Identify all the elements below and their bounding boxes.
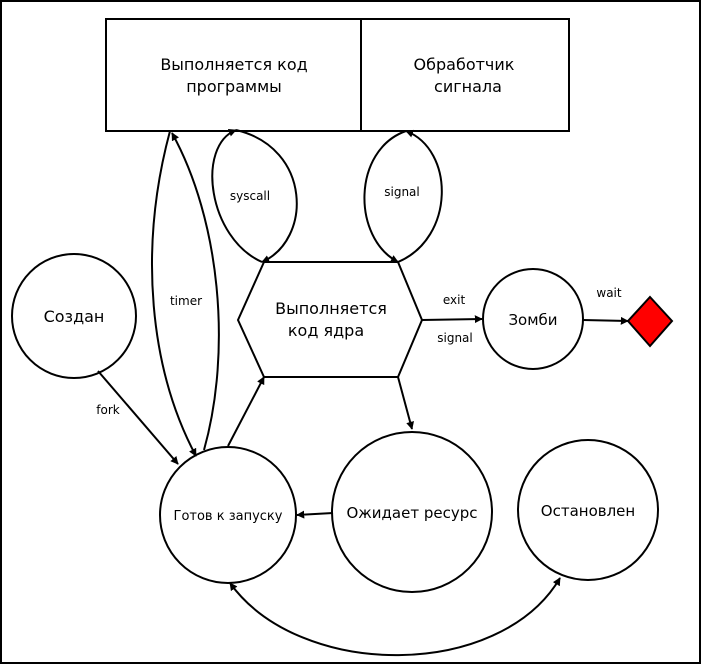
edge-user-to-kernel [211,128,263,263]
signal-handler-box: Обработчик сигнала [360,18,570,132]
signal-handler-edge-label: signal [384,185,420,199]
created-node: Создан [11,253,137,379]
terminated-diamond [626,295,674,348]
fork-label: fork [96,403,120,417]
zombie-node: Зомби [482,268,584,370]
edge-ready-stopped [229,577,561,657]
created-label: Создан [44,307,105,326]
exit-signal-label: signal [437,331,473,345]
waiting-node: Ожидает ресурс [331,431,493,593]
timer-label: timer [170,294,202,308]
kernel-code-label-2: код ядра [288,321,364,340]
edge-kernel-to-zombie [421,315,483,324]
ready-node: Готов к запуску [159,446,297,584]
kernel-code-node: Выполняется код ядра [236,261,424,378]
edge-ready-to-kernel [227,376,265,447]
syscall-label: syscall [230,189,270,203]
edge-zombie-to-terminated [582,316,629,325]
zombie-label: Зомби [508,311,557,329]
ready-label: Готов к запуску [174,509,283,524]
user-code-box: Выполняется код программы [105,18,362,132]
edge-kernel-to-waiting [397,376,414,430]
edge-kernel-to-handler [397,129,443,263]
exit-label: exit [443,293,466,307]
edge-user-to-ready [151,130,197,457]
signal-handler-label-1: Обработчик [414,55,515,74]
kernel-code-label-1: Выполняется [275,299,387,318]
stopped-label: Остановлен [541,502,635,520]
user-code-label-1: Выполняется код [160,55,307,74]
edge-ready-to-user [171,132,220,451]
waiting-label: Ожидает ресурс [346,504,477,522]
edge-handler-to-kernel [363,130,407,263]
signal-handler-label-2: сигнала [434,77,502,96]
edge-kernel-to-user [235,129,298,263]
user-code-label-2: программы [186,77,282,96]
edge-created-to-ready [97,370,179,465]
edge-waiting-to-ready [296,510,334,519]
wait-label: wait [596,286,622,300]
stopped-node: Остановлен [517,439,659,581]
